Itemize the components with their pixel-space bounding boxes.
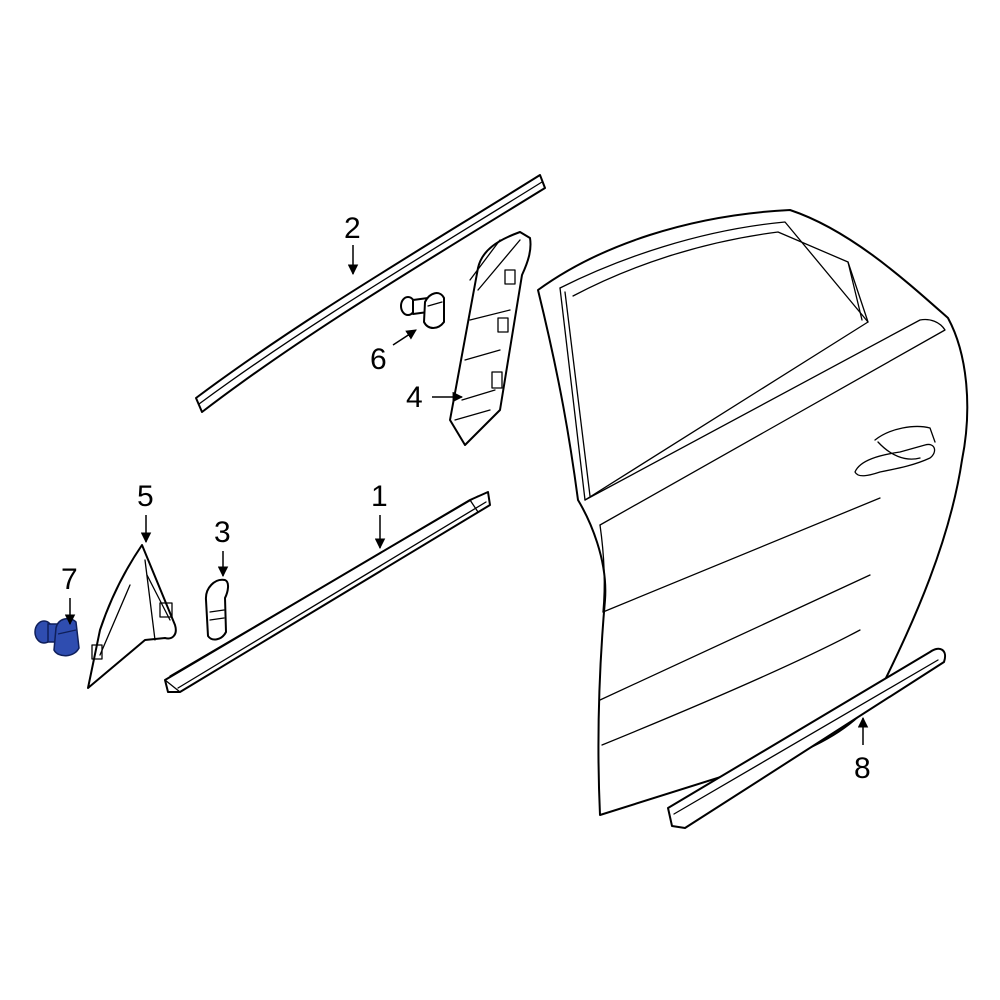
callout-5: 5	[137, 480, 154, 513]
part-4-pillar-trim	[449, 231, 532, 446]
leader-6	[392, 329, 417, 346]
part-8-lower-molding	[667, 647, 946, 829]
callout-7: 7	[61, 563, 78, 596]
callout-4: 4	[406, 381, 423, 414]
part-1-belt-molding	[164, 491, 491, 693]
part-5-triangle-trim	[87, 544, 177, 689]
rear-door	[537, 209, 969, 816]
callout-8: 8	[854, 752, 871, 785]
part-7-clip-highlighted	[34, 617, 80, 657]
callout-2: 2	[344, 212, 361, 245]
part-6-clip	[400, 292, 445, 329]
part-2-roof-molding	[195, 174, 546, 413]
part-3-seal-clip	[204, 578, 229, 641]
callout-3: 3	[214, 516, 231, 549]
callout-1: 1	[371, 480, 388, 513]
callout-6: 6	[370, 343, 387, 376]
